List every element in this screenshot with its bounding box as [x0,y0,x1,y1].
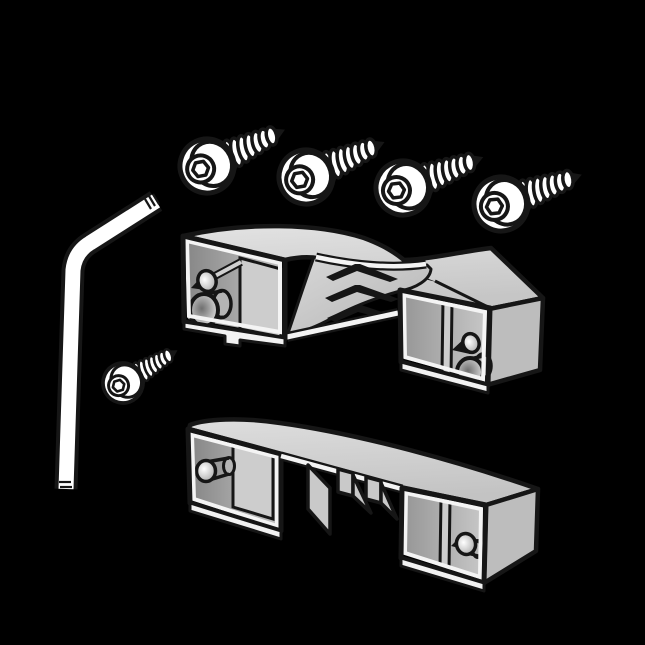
rail-right-rim [402,490,484,580]
web-chevron-3 [327,305,397,322]
left-box-rim [184,238,282,335]
rail-right-divider [438,495,452,574]
upper-bracket-left-box [180,233,288,348]
beam-box-edge [434,279,489,309]
lower-rail-right-section [398,485,489,593]
lower-rail [185,417,541,593]
rail-left-bottom-flange [188,501,283,541]
right-box-side-face [484,295,546,388]
screw-top-4 [466,149,591,238]
right-box-bottom-flange [399,360,490,395]
rail-left-rim [189,432,279,529]
right-box-rim [401,292,488,382]
rail-fin-1 [306,463,332,536]
hex-key-tip-facets [59,193,160,489]
upper-bracket-right-box [397,287,546,395]
hex-key [54,191,163,490]
web-chevron-1 [326,264,398,282]
left-box-bottom-flange [182,320,287,348]
upper-bracket [180,223,546,395]
rail-left-pin [194,458,218,484]
rail-right-bottom-flange [399,556,486,593]
rail-right-pin [454,531,478,557]
rail-fin-2 [336,467,355,498]
screw-side [93,331,190,413]
web-chevron-2 [325,285,399,302]
rail-fin-3 [364,475,383,505]
lower-rail-fins [279,451,404,536]
curved-web [285,252,433,342]
hex-key-body [58,194,161,490]
right-box-pin-small [461,331,481,355]
left-box-pin-small [196,268,218,294]
lower-rail-left-section [185,426,284,541]
lower-rail-side-face [481,486,541,586]
lower-rail-top-face [186,417,541,508]
right-box-divider [440,298,454,380]
screw-top-1 [171,105,296,202]
